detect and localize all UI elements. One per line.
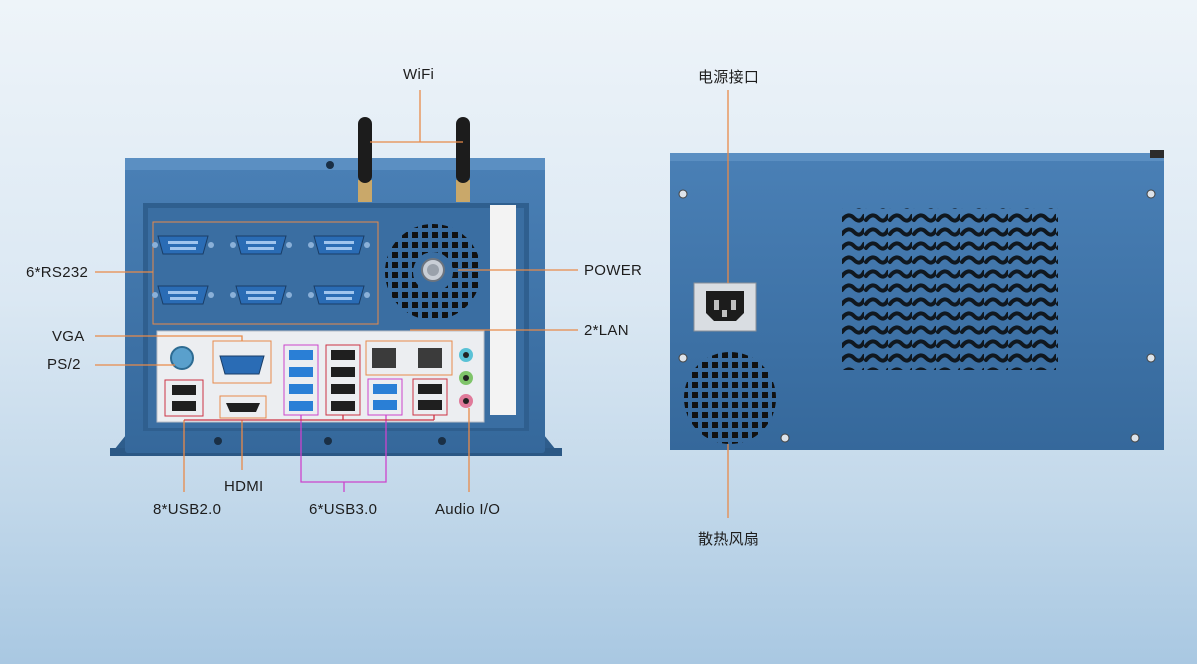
usb2-bracket: [184, 415, 435, 421]
rear-io-unit: [110, 117, 562, 456]
hdmi-label: HDMI: [224, 478, 264, 495]
power-button-illus: [421, 258, 445, 282]
ps2-label: PS/2: [47, 356, 81, 373]
leader-lines-left: [95, 90, 578, 492]
rs232-label: 6*RS232: [26, 264, 89, 281]
rs232-ports: [152, 221, 379, 325]
audio-label: Audio I/O: [435, 501, 501, 518]
vga-label: VGA: [52, 328, 85, 345]
usb2-label: 8*USB2.0: [153, 501, 222, 518]
side-vent-grille: [842, 208, 1058, 370]
usb3-label: 6*USB3.0: [309, 501, 378, 518]
power-port-label: 电源接口: [698, 69, 760, 86]
fan-label: 散热风扇: [698, 531, 760, 548]
io-panel: [156, 330, 485, 423]
lan-label: 2*LAN: [584, 322, 629, 339]
wifi-label: WiFi: [403, 66, 435, 83]
usb3-bracket: [300, 415, 387, 492]
side-unit: [670, 150, 1164, 450]
power-socket-illus: [693, 282, 757, 332]
power-label: POWER: [584, 262, 643, 279]
fan-grille: [684, 352, 776, 444]
wifi-antennas: [358, 117, 470, 202]
